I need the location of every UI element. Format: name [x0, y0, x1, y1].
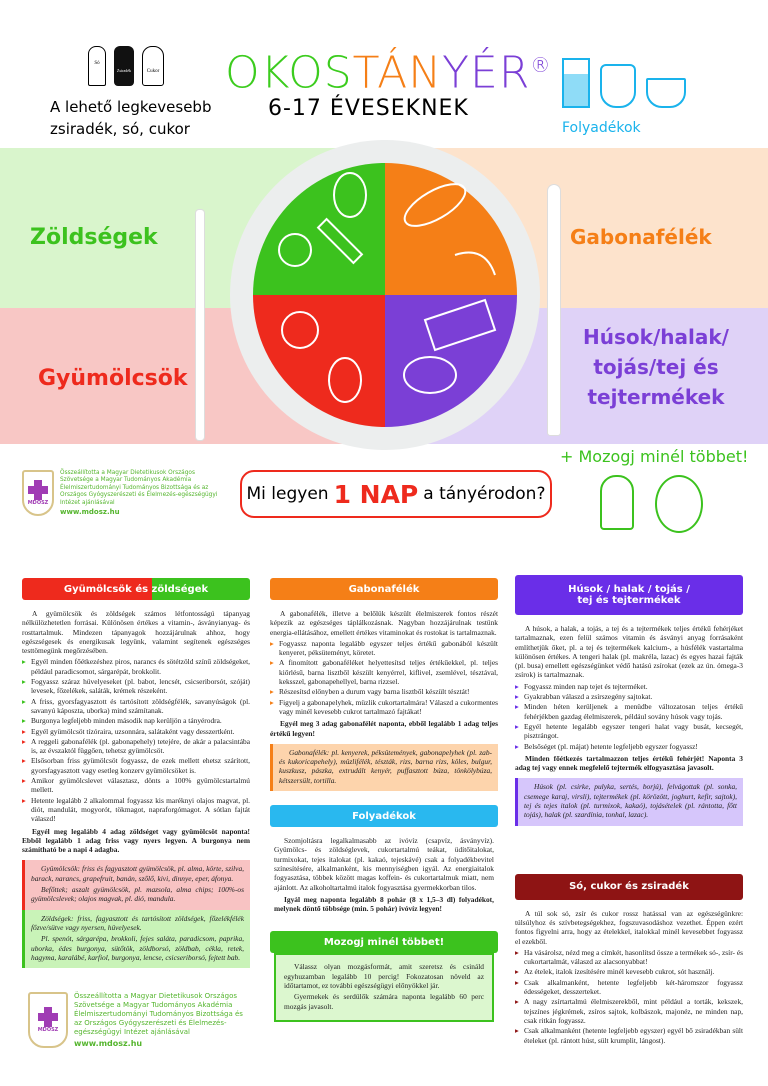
mdosz-logo-top: MDOSZ Összeállította a Magyar Dietetikus…	[22, 470, 225, 516]
section-header-salt: Só, cukor és zsiradék	[515, 873, 743, 900]
pear-icon	[328, 357, 362, 403]
section-header-move: Mozogj minél többet!	[270, 931, 498, 954]
mdosz-badge: MDOSZ	[28, 992, 68, 1049]
fruit-examples-box: Gyümölcsök: friss és fagyasztott gyümölc…	[22, 860, 250, 910]
section-fruitveg: A gyümölcsök és zöldségek számos létfont…	[22, 609, 250, 969]
condiment-icons: Só Zsiradék Cukor	[88, 46, 164, 86]
glass-icon	[562, 58, 590, 108]
plate	[230, 140, 540, 450]
fork-icon	[196, 210, 204, 440]
croissant-icon	[454, 251, 496, 276]
section-header-fruitveg: Gyümölcsök és zöldségek	[22, 578, 250, 600]
left-note: A lehető legkevesebb zsiradék, só, cukor	[50, 98, 212, 138]
salt-shaker-icon: Só	[88, 46, 106, 86]
mdosz-link[interactable]: www.mdosz.hu	[74, 1039, 143, 1049]
cross-icon	[38, 1007, 58, 1028]
tomato-icon	[278, 233, 312, 267]
subtitle: 6-17 ÉVESEKNEK	[268, 96, 469, 121]
protein-examples-box: Húsok (pl. csirke, pulyka, sertés, borjú…	[515, 778, 743, 826]
label-vegetables: Zöldségek	[30, 225, 158, 250]
plate-segment-proteins	[385, 295, 517, 427]
sugar-dispenser-icon: Cukor	[142, 46, 164, 86]
carrot-icon	[316, 217, 364, 265]
section-proteins: A húsok, a halak, a tojás, a tej és a te…	[515, 624, 743, 826]
question-highlight: 1 NAP	[333, 479, 419, 509]
column-2: Gabonafélék A gabonafélék, illetve a bel…	[270, 578, 498, 1022]
title-part: TÁN	[352, 47, 443, 99]
mdosz-badge: MDOSZ	[22, 470, 54, 516]
move-note: + Mozogj minél többet!	[560, 447, 749, 466]
section-move: Válassz olyan mozgásformát, amit szerets…	[274, 953, 494, 1022]
label-proteins: Húsok/halak/ tojás/tej és tejtermékek	[583, 325, 729, 409]
tea-cup-icon	[646, 78, 686, 108]
bread-icon	[403, 183, 467, 227]
section-fluids: Szomjoltásra legalkalmasabb az ivóvíz (c…	[274, 836, 494, 914]
mdosz-logo-bottom: MDOSZ Összeállította a Magyar Dietetikus…	[28, 992, 250, 1049]
title-part: OKOS	[225, 47, 353, 99]
column-1: Gyümölcsök és zöldségek A gyümölcsök és …	[22, 578, 250, 1049]
oil-jug-icon: Zsiradék	[114, 46, 134, 86]
section-grains: A gabonafélék, illetve a belőlük készült…	[270, 609, 498, 792]
right-note: Folyadékok	[562, 120, 641, 136]
section-header-fluids: Folyadékok	[270, 805, 498, 828]
title-part: YÉR	[442, 47, 531, 99]
vegetable-examples-box: Zöldségek: friss, fagyasztott és tartósí…	[22, 909, 250, 969]
cross-icon	[28, 480, 48, 500]
running-kid-icon	[600, 475, 634, 530]
plate-segment-grains	[385, 163, 517, 295]
mdosz-credit: Összeállította a Magyar Dietetikusok Ors…	[60, 470, 218, 506]
mdosz-credit: Összeállította a Magyar Dietetikusok Ors…	[74, 992, 243, 1037]
knife-icon	[548, 185, 560, 435]
plate-segment-fruits	[253, 295, 385, 427]
column-3: Húsok / halak / tojás /tej és tejterméke…	[515, 575, 743, 1046]
label-fruits: Gyümölcsök	[38, 366, 188, 391]
section-header-proteins: Húsok / halak / tojás /tej és tejterméke…	[515, 575, 743, 615]
registered-mark: ®	[530, 53, 552, 77]
mdosz-link[interactable]: www.mdosz.hu	[60, 508, 120, 517]
section-salt: A túl sok só, zsír és cukor rossz hatáss…	[515, 909, 743, 1046]
apple-icon	[281, 311, 319, 349]
grain-examples-box: Gabonafélék: pl. kenyerek, péksütemények…	[270, 743, 498, 792]
cycling-kid-icon	[655, 475, 703, 533]
section-header-grains: Gabonafélék	[270, 578, 498, 600]
pepper-icon	[333, 172, 367, 218]
jug-icon	[600, 64, 636, 108]
cheese-icon	[423, 298, 497, 352]
chicken-icon	[403, 356, 457, 394]
poster-title: OKOSTÁNYÉR®	[225, 40, 551, 99]
question-bubble: Mi legyen 1 NAP a tányérodon?	[240, 470, 552, 518]
label-grains: Gabonafélék	[570, 225, 712, 249]
drink-icons	[562, 58, 686, 108]
